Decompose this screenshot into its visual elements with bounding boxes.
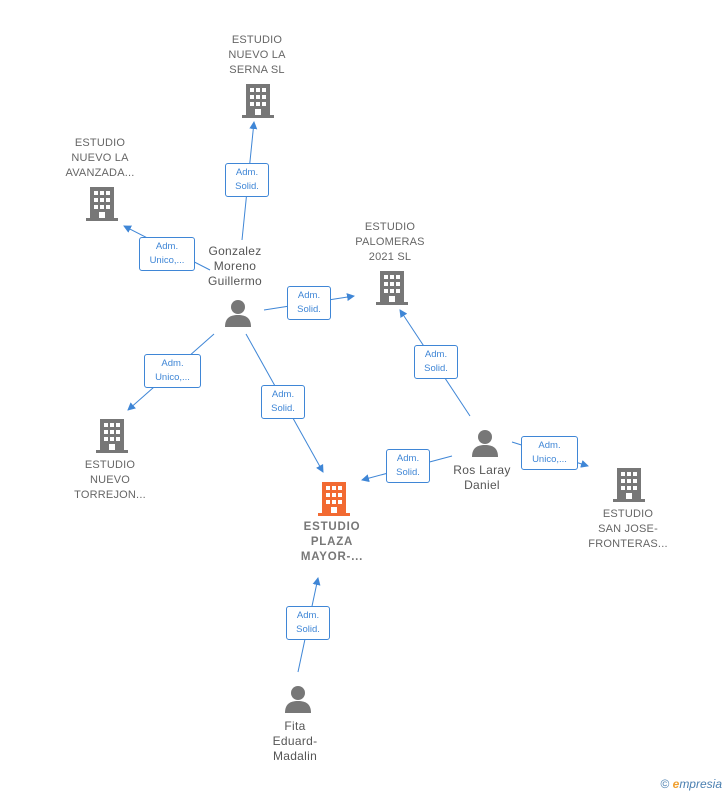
company-label[interactable]: ESTUDIO SAN JOSE- FRONTERAS... <box>588 508 668 550</box>
role-badge-gonzalez-palomeras[interactable]: Adm. Solid. <box>287 286 331 320</box>
person-icon <box>225 300 251 327</box>
building-icon <box>613 468 645 502</box>
company-label[interactable]: ESTUDIO PALOMERAS 2021 SL <box>355 221 425 263</box>
company-label[interactable]: ESTUDIO NUEVO LA SERNA SL <box>228 34 286 76</box>
person-icon <box>285 686 311 713</box>
building-icon <box>96 419 128 453</box>
company-label[interactable]: ESTUDIO PLAZA MAYOR-... <box>300 521 364 563</box>
role-badge-fita-plaza[interactable]: Adm. Solid. <box>286 606 330 640</box>
brand-footer: © empresia <box>660 777 722 791</box>
company-label[interactable]: ESTUDIO NUEVO TORREJON... <box>74 459 146 501</box>
role-badge-gonzalez-plaza[interactable]: Adm. Solid. <box>261 385 305 419</box>
role-badge-gonzalez-serna[interactable]: Adm. Solid. <box>225 163 269 197</box>
person-label[interactable]: Ros Laray Daniel <box>453 463 511 492</box>
building-icon <box>376 271 408 305</box>
person-label[interactable]: Fita Eduard- Madalin <box>272 719 318 763</box>
copyright-icon: © <box>660 777 670 791</box>
building-icon <box>318 482 350 516</box>
person-icon <box>472 430 498 457</box>
company-label[interactable]: ESTUDIO NUEVO LA AVANZADA... <box>65 137 135 179</box>
brand-logo-e: e <box>672 777 680 791</box>
brand-logo-text: mpresia <box>679 777 722 791</box>
role-badge-ros-palomeras[interactable]: Adm. Solid. <box>414 345 458 379</box>
role-badge-gonzalez-torrejon[interactable]: Adm. Unico,... <box>144 354 201 388</box>
building-icon <box>242 84 274 118</box>
building-icon <box>86 187 118 221</box>
role-badge-ros-sanjose[interactable]: Adm. Unico,... <box>521 436 578 470</box>
role-badge-gonzalez-avanzada[interactable]: Adm. Unico,... <box>139 237 195 271</box>
person-label[interactable]: Gonzalez Moreno Guillermo <box>207 244 263 288</box>
role-badge-ros-plaza[interactable]: Adm. Solid. <box>386 449 430 483</box>
